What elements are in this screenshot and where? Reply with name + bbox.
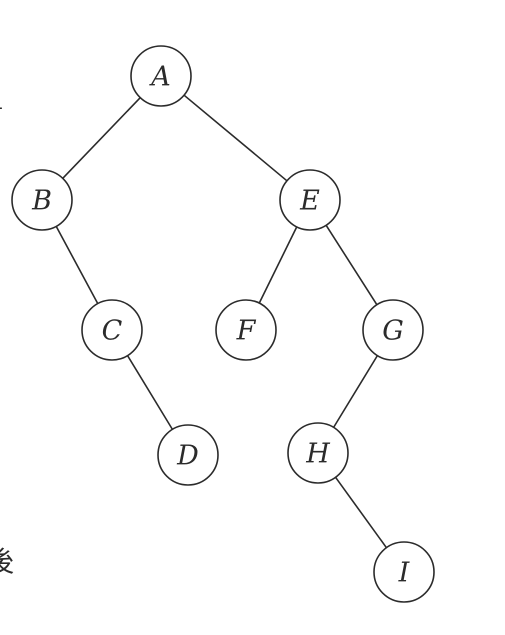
tree-node-h: H xyxy=(287,422,349,484)
margin-text-fragment-bottom: 後 xyxy=(0,545,15,578)
node-circle xyxy=(11,169,73,231)
tree-node-b: B xyxy=(11,169,73,231)
tree-node-f: F xyxy=(215,299,277,361)
node-circle xyxy=(157,424,219,486)
nodes-layer: A B E C F G D H I xyxy=(11,45,435,603)
edge-a-e xyxy=(183,94,288,182)
node-label: C xyxy=(102,316,123,347)
node-circle xyxy=(81,299,143,361)
node-label: H xyxy=(305,439,330,470)
node-circle xyxy=(215,299,277,361)
node-circle xyxy=(279,169,341,231)
node-circle xyxy=(287,422,349,484)
tree-node-e: E xyxy=(279,169,341,231)
edges-layer xyxy=(55,94,388,549)
tree-node-a: A xyxy=(130,45,192,107)
edge-e-f xyxy=(258,226,298,304)
edge-e-g xyxy=(325,224,378,306)
tree-node-g: G xyxy=(362,299,424,361)
edge-b-c xyxy=(55,226,99,304)
node-label: G xyxy=(382,316,404,347)
tree-node-i: I xyxy=(373,541,435,603)
node-label: I xyxy=(398,558,411,589)
node-label: D xyxy=(176,441,199,472)
tree-node-d: D xyxy=(157,424,219,486)
node-circle xyxy=(362,299,424,361)
node-label: A xyxy=(148,62,171,93)
edge-h-i xyxy=(334,476,388,549)
node-circle xyxy=(130,45,192,107)
margin-text-fragment-top: a xyxy=(0,86,3,114)
edge-g-h xyxy=(332,355,379,428)
edge-a-b xyxy=(62,97,141,179)
node-label: B xyxy=(31,186,52,217)
tree-node-c: C xyxy=(81,299,143,361)
edge-c-d xyxy=(126,355,174,430)
node-label: E xyxy=(299,186,320,217)
node-label: F xyxy=(236,316,257,347)
node-circle xyxy=(373,541,435,603)
